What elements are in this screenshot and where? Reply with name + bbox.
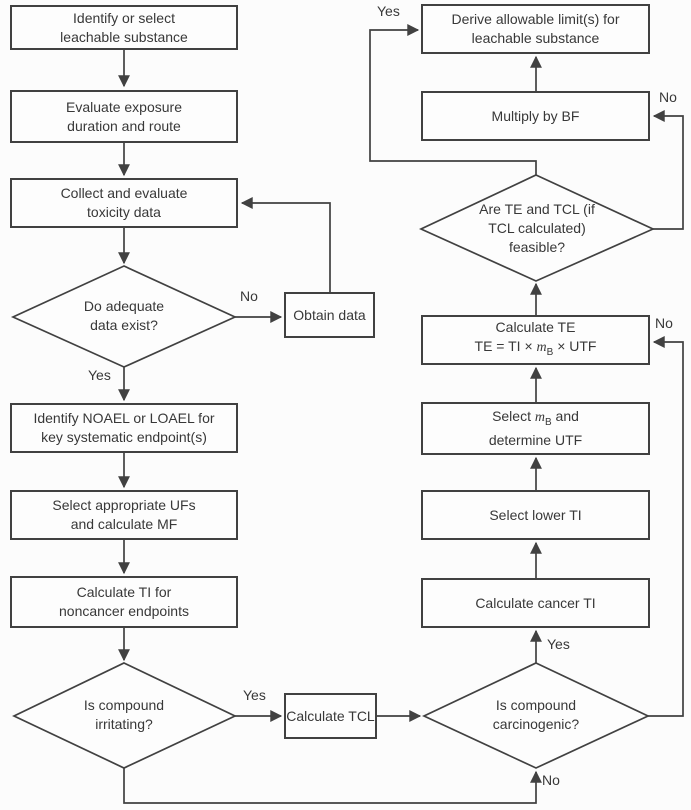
- node-derive-limits: Derive allowable limit(s) for leachable …: [421, 4, 650, 54]
- node-text: leachable substance: [471, 30, 600, 46]
- decision-feasible-shape: [418, 174, 656, 282]
- node-select-lower-ti: Select lower TI: [421, 490, 650, 540]
- node-calculate-ti: Calculate TI for noncancer endpoints: [10, 576, 238, 628]
- node-text: toxicity data: [87, 204, 161, 220]
- node-text: key systematic endpoint(s): [41, 429, 207, 445]
- node-calculate-cancer-ti: Calculate cancer TI: [421, 578, 650, 628]
- node-text: Identify NOAEL or LOAEL for: [33, 410, 215, 426]
- node-text: Select mB and: [492, 407, 579, 428]
- edge-irritating-no-to-carcinogenic: [123, 768, 542, 804]
- node-obtain-data: Obtain data: [284, 292, 375, 338]
- node-text: Multiply by BF: [491, 107, 580, 124]
- label-adequate-yes: Yes: [88, 367, 111, 383]
- node-text: Identify or select: [73, 9, 175, 26]
- node-text: duration and route: [67, 117, 181, 134]
- node-calculate-te: Calculate TE TE = TI × mB × UTF: [421, 315, 650, 365]
- decision-irritating-shape: [12, 662, 237, 769]
- edge-carcinogenic-no-to-calculate-te: [648, 336, 684, 717]
- node-text: leachable substance: [60, 28, 188, 45]
- decision-irritating-label: Is compound irritating?: [83, 697, 165, 732]
- edge-feasible-no-to-multiply-bf: [652, 110, 684, 230]
- node-text: Select appropriate UFs: [52, 497, 196, 513]
- node-text: Calculate TI for: [76, 584, 172, 600]
- label-carcinogenic-no: No: [655, 315, 673, 331]
- decision-adequate-data-label: Do adequate data exist?: [83, 298, 165, 333]
- node-collect-toxicity: Collect and evaluate toxicity data: [10, 178, 238, 228]
- node-multiply-bf: Multiply by BF: [421, 91, 650, 141]
- edge-feasible-yes-to-derive: [369, 24, 537, 175]
- node-text: Collect and evaluate: [60, 185, 188, 201]
- label-carcinogenic-yes: Yes: [547, 636, 570, 652]
- node-text: Derive allowable limit(s) for: [451, 11, 620, 27]
- label-feasible-yes: Yes: [377, 3, 400, 19]
- decision-adequate-data-shape: [10, 265, 238, 368]
- node-text: and calculate MF: [70, 516, 178, 532]
- node-identify-substance: Identify or select leachable substance: [10, 5, 238, 50]
- node-text: Obtain data: [293, 306, 366, 323]
- node-text: Calculate TE: [495, 319, 576, 336]
- decision-carcinogenic-shape: [421, 662, 651, 769]
- node-select-mb: Select mB and determine UTF: [421, 402, 650, 455]
- node-select-ufs: Select appropriate UFs and calculate MF: [10, 490, 238, 540]
- node-evaluate-exposure: Evaluate exposure duration and route: [10, 90, 238, 143]
- node-text: determine UTF: [488, 432, 583, 449]
- te-formula: TE = TI × mB × UTF: [474, 338, 597, 358]
- node-text: Calculate TCL: [286, 707, 375, 724]
- decision-feasible-label: Are TE and TCL (if TCL calculated) feasi…: [479, 201, 595, 255]
- label-irritating-yes: Yes: [243, 687, 266, 703]
- label-feasible-no: No: [659, 89, 677, 105]
- node-calculate-tcl: Calculate TCL: [284, 693, 377, 739]
- label-adequate-no: No: [240, 288, 258, 304]
- node-text: Evaluate exposure: [66, 98, 182, 115]
- node-text: noncancer endpoints: [59, 603, 189, 619]
- node-text: Calculate cancer TI: [475, 594, 596, 611]
- node-identify-noael: Identify NOAEL or LOAEL for key systemat…: [10, 403, 238, 453]
- edge-obtain-to-collect: [240, 197, 331, 292]
- node-text: Select lower TI: [489, 506, 582, 523]
- decision-carcinogenic-label: Is compound carcinogenic?: [492, 697, 580, 732]
- label-irritating-no: No: [542, 772, 560, 788]
